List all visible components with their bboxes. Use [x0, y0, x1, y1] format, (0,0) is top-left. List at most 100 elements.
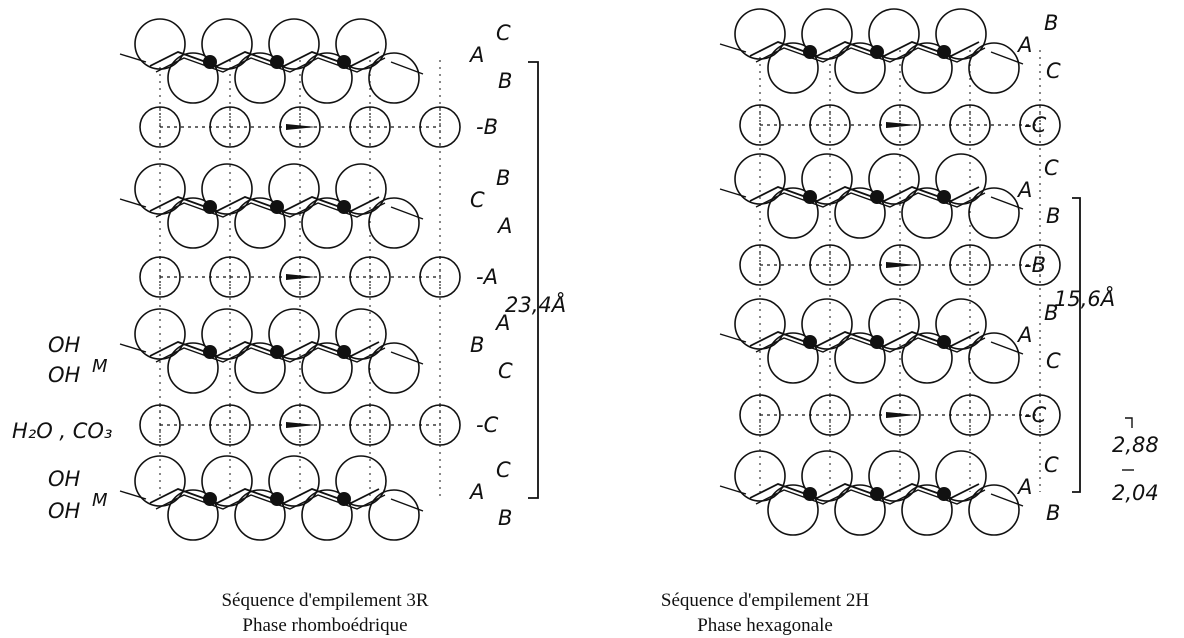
hydroxyl-circle — [767, 42, 819, 94]
metal-atom — [937, 335, 951, 349]
metal-atom — [203, 200, 217, 214]
layer-label-top: C — [1044, 156, 1059, 180]
bond-line — [755, 489, 986, 505]
bond-line — [390, 206, 424, 220]
metal-atom — [337, 492, 351, 506]
dimension-label: 23,4Å — [505, 291, 566, 317]
metal-atom — [270, 492, 284, 506]
bond-line — [755, 192, 986, 208]
hydroxyl-circle — [834, 187, 886, 239]
oh-label: OH — [48, 467, 81, 491]
hydroxyl-circle — [368, 342, 420, 394]
dimension-bracket — [528, 61, 539, 499]
hydroxyl-circle — [268, 455, 320, 507]
bond-line — [155, 347, 386, 363]
hydroxyl-circle — [734, 298, 786, 350]
interlayer-species-label: H₂O , CO₃ — [12, 419, 112, 443]
bond-line — [990, 493, 1024, 507]
metal-atom — [870, 335, 884, 349]
metal-atom — [870, 45, 884, 59]
layer-label-left: A — [1016, 33, 1032, 57]
interlayer-label: -B — [476, 115, 498, 139]
caption-3r-subtitle: Phase rhomboédrique — [242, 615, 408, 636]
carbonate-mark — [286, 274, 316, 280]
interlayer-label: -C — [476, 413, 499, 437]
hydroxyl-circle — [268, 308, 320, 360]
bond-line — [119, 53, 147, 63]
layer-label-top: A — [494, 311, 510, 335]
metal-atom — [203, 55, 217, 69]
hydroxyl-circle — [767, 332, 819, 384]
caption-3r: Séquence d'empilement 3R Phase rhomboédr… — [160, 588, 490, 638]
hydroxyl-circle — [167, 52, 219, 104]
hydroxyl-circle — [167, 342, 219, 394]
layer-label-top: B — [496, 166, 510, 190]
bond-line — [719, 43, 747, 53]
layer-label-left: A — [468, 480, 484, 504]
caption-2h: Séquence d'empilement 2H Phase hexagonal… — [600, 588, 930, 638]
hydroxyl-circle — [935, 450, 987, 502]
bond-line — [755, 337, 986, 353]
hydroxyl-circle — [868, 450, 920, 502]
hydroxyl-circle — [868, 153, 920, 205]
bond-line — [155, 202, 386, 218]
hydroxyl-circle — [301, 342, 353, 394]
hydroxyl-circle — [935, 153, 987, 205]
hydroxyl-circle — [767, 187, 819, 239]
dimension-bracket — [1072, 197, 1081, 493]
carbonate-mark — [886, 412, 916, 418]
metal-atom — [803, 45, 817, 59]
bond-line — [155, 57, 386, 73]
hydroxyl-circle — [368, 52, 420, 104]
interlayer-label: -C — [1024, 403, 1047, 427]
hydroxyl-circle — [801, 298, 853, 350]
hydroxyl-circle — [834, 332, 886, 384]
hydroxyl-circle — [167, 197, 219, 249]
dimension-label: 15,6Å — [1054, 285, 1115, 311]
distance-tick — [1125, 417, 1133, 428]
bond-line — [990, 51, 1024, 65]
layer-label-bottom: C — [1046, 59, 1061, 83]
carbonate-mark — [286, 422, 316, 428]
layer-label-bottom: B — [498, 69, 512, 93]
hydroxyl-circle — [767, 484, 819, 536]
metal-atom — [937, 45, 951, 59]
hydroxyl-circle — [968, 42, 1020, 94]
hydroxyl-circle — [335, 18, 387, 70]
interlayer-label: -B — [1024, 253, 1046, 277]
metal-atom — [803, 487, 817, 501]
hydroxyl-circle — [868, 8, 920, 60]
layer-label-bottom: B — [1046, 501, 1060, 525]
hydroxyl-circle — [801, 450, 853, 502]
oh-label: OH — [48, 499, 81, 523]
layer-label-top: C — [496, 458, 511, 482]
layer-label-left: A — [1016, 178, 1032, 202]
hydroxyl-circle — [335, 308, 387, 360]
hydroxyl-circle — [368, 489, 420, 541]
bond-line — [119, 490, 147, 500]
hydroxyl-circle — [201, 308, 253, 360]
hydroxyl-circle — [134, 308, 186, 360]
metal-atom — [270, 345, 284, 359]
hydroxyl-circle — [368, 197, 420, 249]
hydroxyl-circle — [301, 489, 353, 541]
hydroxyl-circle — [968, 484, 1020, 536]
metal-atom — [803, 190, 817, 204]
carbonate-mark — [886, 262, 916, 268]
metal-atom — [937, 190, 951, 204]
metal-atom — [270, 200, 284, 214]
hydroxyl-circle — [201, 163, 253, 215]
hydroxyl-circle — [968, 332, 1020, 384]
metal-atom — [203, 492, 217, 506]
layer-label-top: B — [1044, 301, 1058, 325]
layer-label-bottom: C — [1046, 349, 1061, 373]
hydroxyl-circle — [901, 332, 953, 384]
hydroxyl-circle — [201, 455, 253, 507]
hydroxyl-circle — [901, 484, 953, 536]
hydroxyl-circle — [268, 163, 320, 215]
hydroxyl-circle — [301, 52, 353, 104]
hydroxyl-circle — [801, 153, 853, 205]
oh-label: OH — [48, 363, 81, 387]
